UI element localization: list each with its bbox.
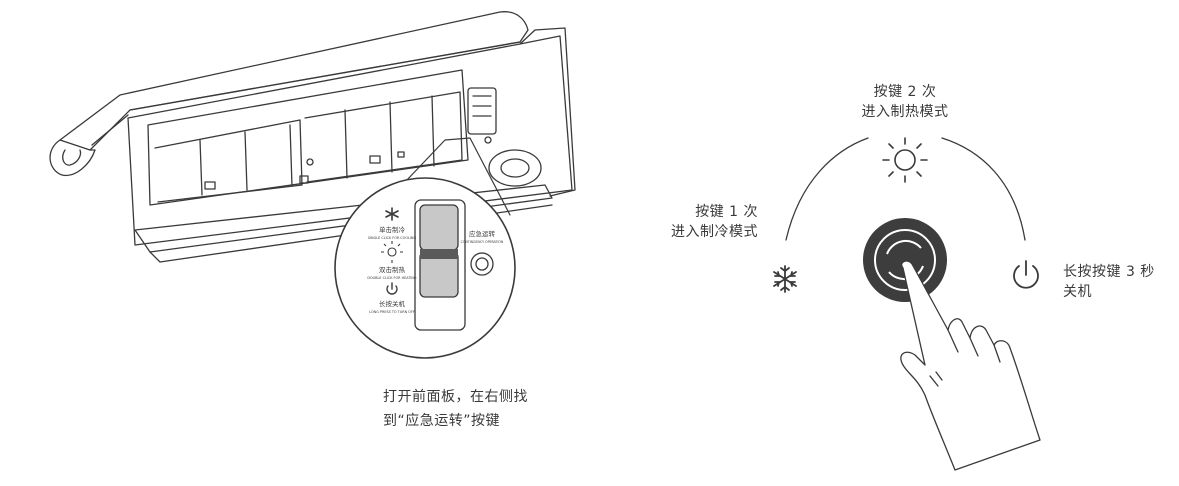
- panel-emergency-label-en: CONTINGENCY OPERATION: [461, 240, 504, 244]
- unit-body: [127, 35, 573, 246]
- panel-power-icon: [386, 282, 398, 295]
- filter-frame: [147, 69, 469, 206]
- heat-mode-label: 按键 2 次 进入制热模式: [840, 82, 970, 122]
- lid-left-curl: [49, 139, 96, 177]
- panel-sun-icon: [381, 241, 403, 263]
- unit-right-side: [519, 27, 576, 197]
- magnifier-callout: [334, 137, 516, 359]
- off-mode-line-1: 长按按键 3 秒: [1063, 264, 1155, 280]
- panel-cool-label-en: SINGLE CLICK FOR COOLING: [368, 236, 417, 240]
- panel-heat-label-en: DOUBLE CLICK FOR HEATING: [367, 276, 417, 280]
- cool-mode-line-1: 按键 1 次: [695, 204, 758, 220]
- cool-mode-line-2: 进入制冷模式: [671, 224, 758, 240]
- pointing-hand: [900, 260, 1041, 471]
- caption-line-1: 打开前面板，在右侧找: [383, 389, 528, 405]
- caption-text: 打开前面板，在右侧找 到“应急运转”按键: [383, 387, 528, 431]
- panel-off-label-cn: 长按关机: [379, 299, 406, 308]
- panel-emergency-label-cn: 应急运转: [469, 229, 496, 238]
- heat-mode-line-2: 进入制热模式: [861, 104, 949, 120]
- emergency-button-large: [863, 218, 947, 302]
- sun-icon: [882, 137, 928, 183]
- snowflake-icon: [773, 265, 797, 293]
- off-mode-line-2: 关机: [1063, 284, 1092, 300]
- control-panel-small: [467, 87, 497, 135]
- round-vent: [488, 149, 542, 187]
- air-conditioner-unit: [49, 11, 576, 263]
- cool-mode-label: 按键 1 次 进入制冷模式: [620, 202, 758, 242]
- arc-right: [941, 137, 1026, 241]
- panel-cool-label-cn: 单击制冷: [379, 225, 406, 234]
- emergency-round-button: [470, 252, 494, 276]
- lid-inner-edge: [91, 41, 521, 146]
- off-mode-label: 长按按键 3 秒 关机: [1063, 262, 1179, 302]
- panel-heat-label-cn: 双击制热: [379, 265, 406, 274]
- mode-diagram: [785, 137, 1026, 241]
- panel-off-label-en: LONG PRESS TO TURN OFF: [369, 310, 415, 314]
- power-icon: [1013, 260, 1039, 289]
- panel-snowflake-icon: [385, 207, 399, 221]
- heat-mode-line-1: 按键 2 次: [873, 84, 937, 100]
- caption-line-2: 到“应急运转”按键: [383, 413, 501, 429]
- arc-left: [785, 137, 869, 241]
- emergency-switch: [419, 204, 459, 251]
